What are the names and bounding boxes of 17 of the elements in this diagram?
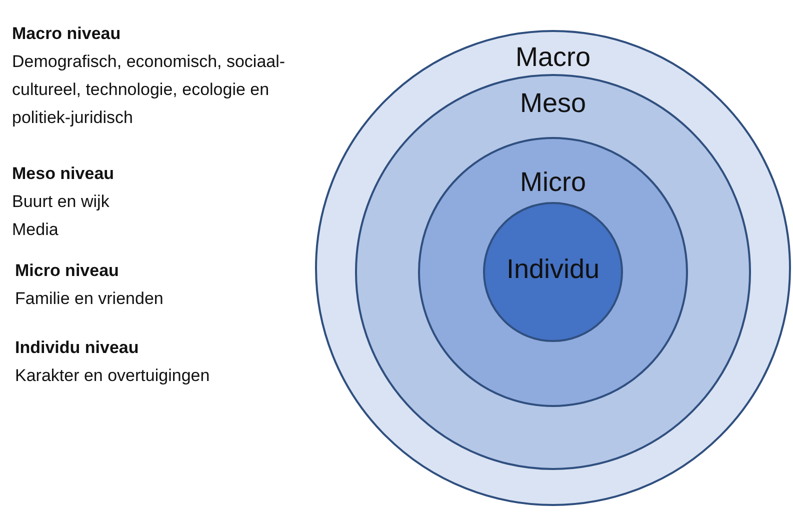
level-heading: Macro niveau [12,23,122,45]
circle-label: Macro [514,42,592,73]
level-heading: Micro niveau [15,260,120,282]
level-description: Demografisch, economisch, sociaal-cultureel, technologie, ecologie en politiek-juridisch [12,51,286,129]
level-circle [355,74,751,470]
circle-label: Individu [505,254,601,285]
level-description: Karakter en overtuigingen [15,365,211,387]
level-circle [315,30,791,506]
level-heading: Individu niveau [15,337,140,359]
circle-label: Meso [518,88,588,119]
level-description: Familie en vrienden [15,288,164,310]
level-circle [483,202,623,342]
level-description: Buurt en wijk [12,191,110,213]
level-circle [418,137,688,407]
level-heading: Meso niveau [12,163,116,185]
level-description: Media [12,219,60,241]
circle-label: Micro [519,167,587,198]
